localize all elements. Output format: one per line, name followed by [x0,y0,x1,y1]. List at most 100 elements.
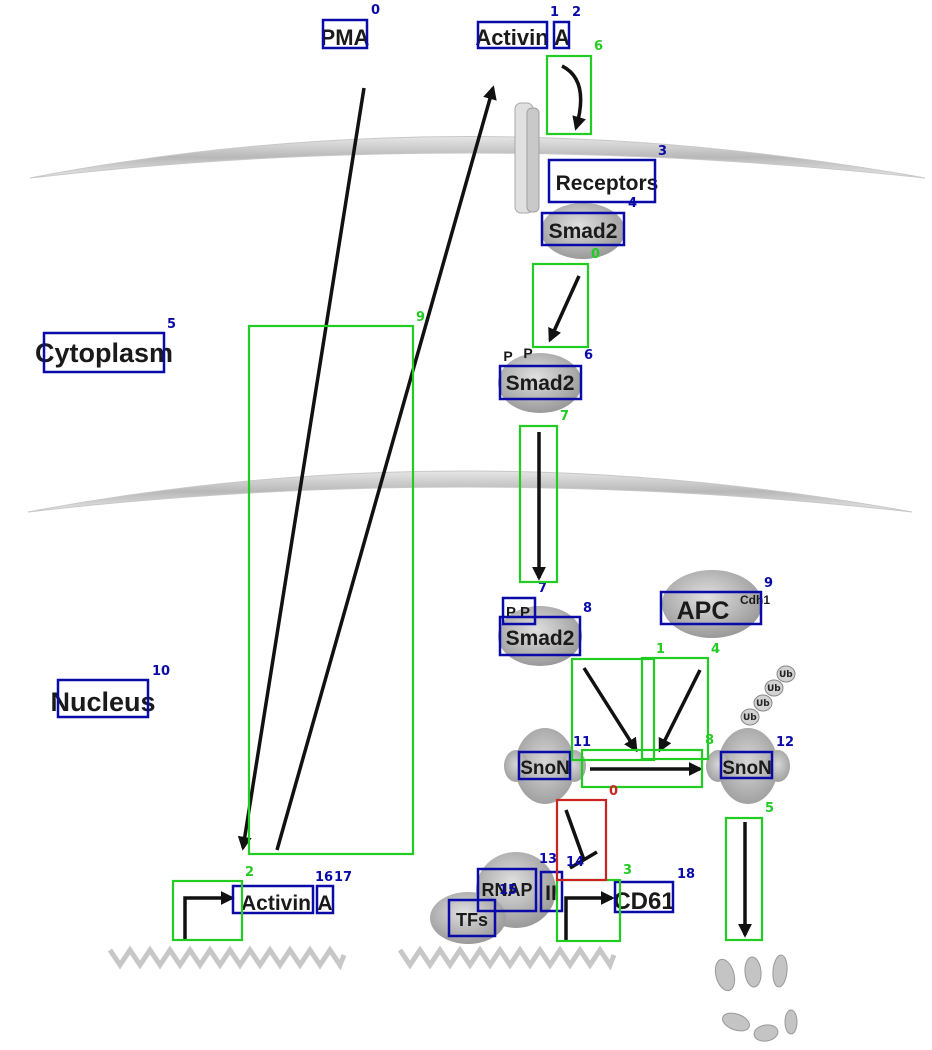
dna-strand-right [397,945,617,971]
gbox-index: 3 [623,863,632,878]
apc-label: APC [677,597,730,625]
gbox-2 [171,879,244,942]
receptor-icon [514,102,540,214]
nuclear-membrane [27,470,913,513]
smad2-nucleus-protein [498,606,582,666]
dna-strand-left [107,945,347,971]
bbox-tfs [447,898,497,938]
gbox-8 [580,748,704,789]
bbox-a [552,20,571,50]
bbox-index: 18 [677,867,695,882]
bbox-smad2-membrane [540,211,626,247]
bbox-index: 14 [566,855,584,870]
blue-annotation-boxes: 0 1 2 3 4 5 6 7 8 9 10 11 12 13 14 15 16… [42,3,794,938]
apc-cdh1-superscript: Cdh1 [740,593,770,607]
gbox-index: 6 [594,39,603,54]
bbox-index: 5 [167,317,176,332]
bbox-snon-right [719,750,774,780]
snon-left-protein [504,728,586,804]
cd61-label: CD61 [613,888,674,915]
activin-binds-receptor-arrow [561,64,586,131]
ub-label: Ub [779,670,793,680]
bbox-nucleus [56,678,150,719]
bbox-index: 13 [539,852,557,867]
rnap-ii-label: II [545,882,557,905]
red-annotation-boxes: 0 [555,784,618,882]
smad2-membrane-label: Smad2 [549,220,618,243]
bbox-index: 0 [371,3,380,18]
activin-gene-to-secreted-arrow [275,85,497,851]
smad2-cytoplasm-label: Smad2 [506,372,575,395]
bbox-index: 1 [550,5,559,20]
phospho-label: P [503,348,512,364]
apc-protein [662,570,762,638]
tfs-label: TFs [456,910,488,930]
bbox-cytoplasm [42,331,166,374]
bbox-index: 10 [152,664,170,679]
smad2-phosphorylation-arrow [548,275,581,343]
bbox-smad2-cytoplasm [498,364,583,401]
gbox-0 [531,262,590,349]
activin-a-gene-label: A [317,892,332,915]
snon-right-label: SnoN [722,758,772,779]
activin-transcription-start-arrow [183,891,235,940]
bbox-a-gene [315,884,335,915]
bbox-apc [659,590,763,626]
ub-label: Ub [767,684,781,694]
snon-left-label: SnoN [520,758,570,779]
bbox-pp-nucleus [501,596,537,626]
green-annotation-boxes: 0 1 2 3 4 5 6 7 8 9 [171,39,774,943]
nucleus-label: Nucleus [50,687,155,717]
smad2-nucleus-label: Smad2 [506,627,575,650]
bbox-snon-left [517,750,572,781]
activin-label: Activin [475,25,548,50]
pma-to-activin-gene-arrow [237,87,366,851]
gbox-1 [570,657,656,762]
bbox-index: 8 [583,601,592,616]
bbox-index: 11 [573,735,591,750]
bbox-index: 6 [584,348,593,363]
pp-nucleus-label: P P [506,604,530,621]
bbox-rnap [476,867,538,913]
ub-label: Ub [756,699,770,709]
bbox-index: 16 [315,870,333,885]
bbox-index: 3 [658,144,667,159]
bbox-activin [476,20,549,50]
bbox-rnap-ii [539,870,564,913]
gbox-index: 0 [591,247,600,262]
gbox-7 [518,424,559,584]
bbox-smad2-nucleus [498,615,582,657]
bbox-index: 2 [572,5,581,20]
bbox-cd61 [613,880,675,914]
gbox-index: 4 [711,642,720,657]
bbox-index: 4 [628,196,637,211]
cytoplasm-label: Cytoplasm [35,338,173,368]
bbox-index: 9 [764,576,773,591]
receptors-label: Receptors [556,172,659,195]
activin-a-label: A [554,25,570,50]
bbox-activin-gene [231,884,315,915]
ubiquitin-chain: Ub Ub Ub Ub [740,665,796,726]
proteasome-degradation-fragments [714,954,798,1042]
apc-to-snon-arrow [658,669,702,753]
bbox-index: 15 [499,883,517,898]
smad2-to-snon-arrow [582,667,638,753]
gbox-index: 9 [416,310,425,325]
bbox-index: 7 [538,581,547,596]
gbox-5 [724,816,764,942]
bbox-index: 17 [334,870,352,885]
bbox-pma [321,18,369,50]
gbox-index: 2 [245,865,254,880]
rbox-index: 0 [609,784,618,799]
bbox-receptors [547,158,657,204]
snon-inhibition-icon [564,809,598,870]
bbox-index: 12 [776,735,794,750]
gbox-index: 1 [656,642,665,657]
gbox-6 [545,54,593,136]
plasma-membrane [29,136,926,179]
gbox-4 [640,656,710,761]
rnap-label: RNAP [481,880,532,900]
gbox-index: 5 [765,801,774,816]
activin-gene-label: Activin [241,892,311,915]
